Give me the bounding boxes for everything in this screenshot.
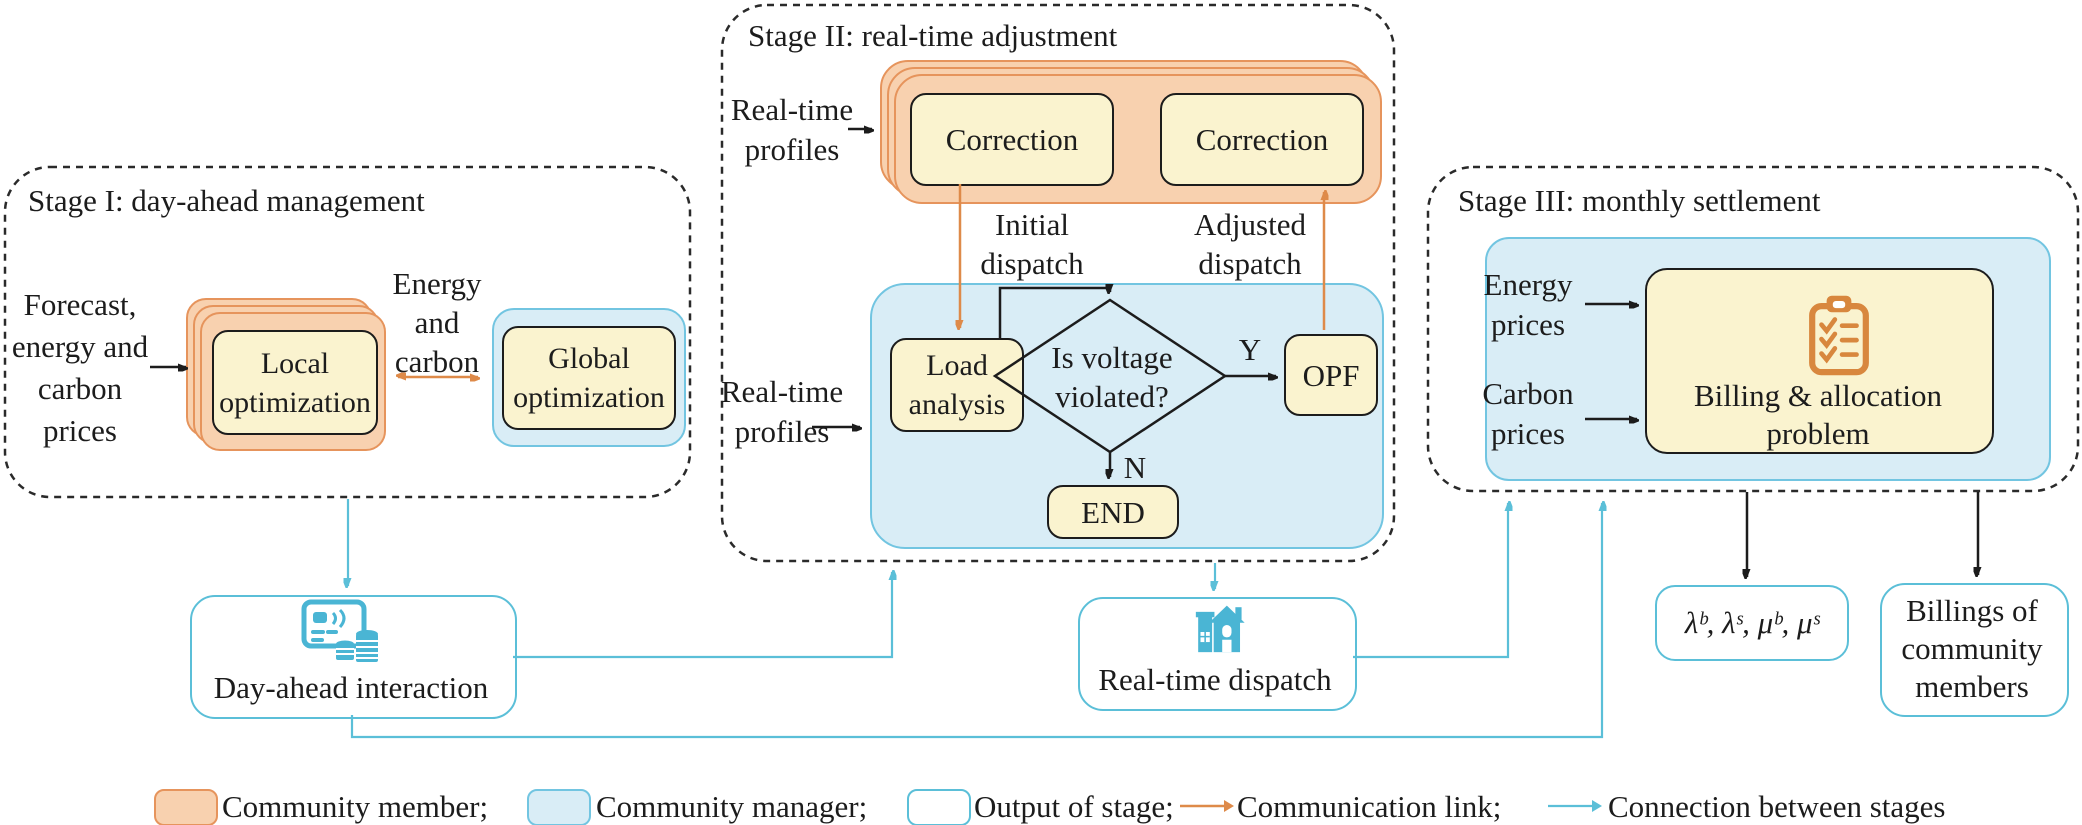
carbon-prices-label: Carbon prices [1482, 376, 1574, 451]
prices-output-label: λᵇ, λˢ, μᵇ, μˢ [1684, 605, 1820, 640]
legend-connection-label: Connection between stages [1608, 789, 1946, 824]
stage2-title: Stage II: real-time adjustment [748, 18, 1118, 53]
billings-output-label: Billings of community members [1901, 593, 2043, 704]
legend-connection-arrow-icon [1548, 800, 1602, 812]
stage3-dashed-border [1426, 165, 2080, 493]
legend-member-swatch [154, 789, 218, 825]
correction-left-box: Correction [910, 93, 1114, 186]
energy-and-carbon-label: Energy and carbon [392, 266, 482, 379]
day-ahead-interaction-label: Day-ahead interaction [213, 670, 489, 705]
house-icon [1195, 605, 1245, 653]
billings-output-box [1880, 583, 2069, 717]
correction-right-box: Correction [1160, 93, 1364, 186]
initial-dispatch-label: Initial dispatch [980, 207, 1084, 281]
stage3-title: Stage III: monthly settlement [1458, 183, 1821, 218]
billing-allocation-label: Billing & allocation problem [1694, 378, 1942, 451]
stage1-input-label: Forecast, energy and carbon prices [11, 287, 149, 448]
legend-output-label: Output of stage; [974, 789, 1174, 824]
legend-manager-swatch [527, 789, 591, 825]
stage2-dashed-border [720, 3, 1396, 563]
clipboard-icon [1809, 295, 1869, 376]
energy-prices-label: Energy prices [1483, 267, 1573, 342]
prices-output-box: λᵇ, λˢ, μᵇ, μˢ [1655, 585, 1849, 661]
voltage-decision-label: Is voltage violated? [1051, 340, 1173, 414]
opf-box: OPF [1284, 334, 1378, 416]
legend-output-swatch [907, 789, 971, 825]
no-label: N [1123, 450, 1147, 485]
legend-manager-label: Community manager; [596, 789, 868, 824]
realtime-profiles-top-label: Real-time profiles [730, 92, 854, 167]
billing-allocation-box [1645, 268, 1994, 454]
local-optimization-box: Local optimization [212, 330, 378, 435]
end-box: END [1047, 485, 1179, 539]
stage1-dashed-border [3, 165, 692, 499]
card-and-coins-icon [301, 599, 378, 662]
realtime-profiles-bottom-label: Real-time profiles [720, 374, 844, 449]
yes-label: Y [1238, 332, 1262, 367]
adjusted-dispatch-label: Adjusted dispatch [1194, 207, 1306, 281]
legend-communication-label: Communication link; [1237, 789, 1502, 824]
load-analysis-box: Load analysis [890, 338, 1024, 432]
legend-communication-arrow-icon [1180, 800, 1234, 812]
legend-member-label: Community member; [222, 789, 489, 824]
real-time-dispatch-label: Real-time dispatch [1098, 662, 1332, 697]
global-optimization-box: Global optimization [502, 326, 676, 430]
stage1-title: Stage I: day-ahead management [28, 183, 425, 218]
